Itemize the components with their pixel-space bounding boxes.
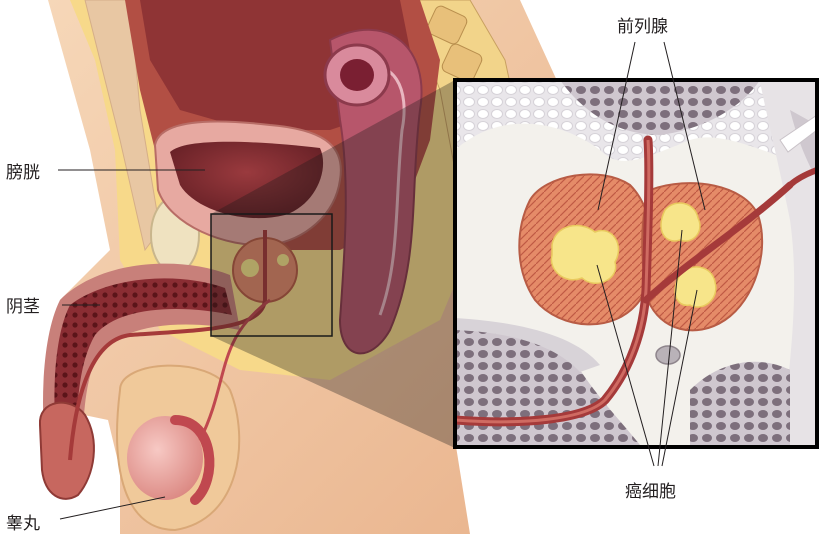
prostate-inset [455,80,817,447]
label-prostate: 前列腺 [617,12,668,37]
label-bladder: 膀胱 [6,158,40,183]
label-penis: 阴茎 [6,292,40,317]
label-cancer-cells: 癌细胞 [625,477,676,502]
label-testis: 睾丸 [6,509,40,534]
